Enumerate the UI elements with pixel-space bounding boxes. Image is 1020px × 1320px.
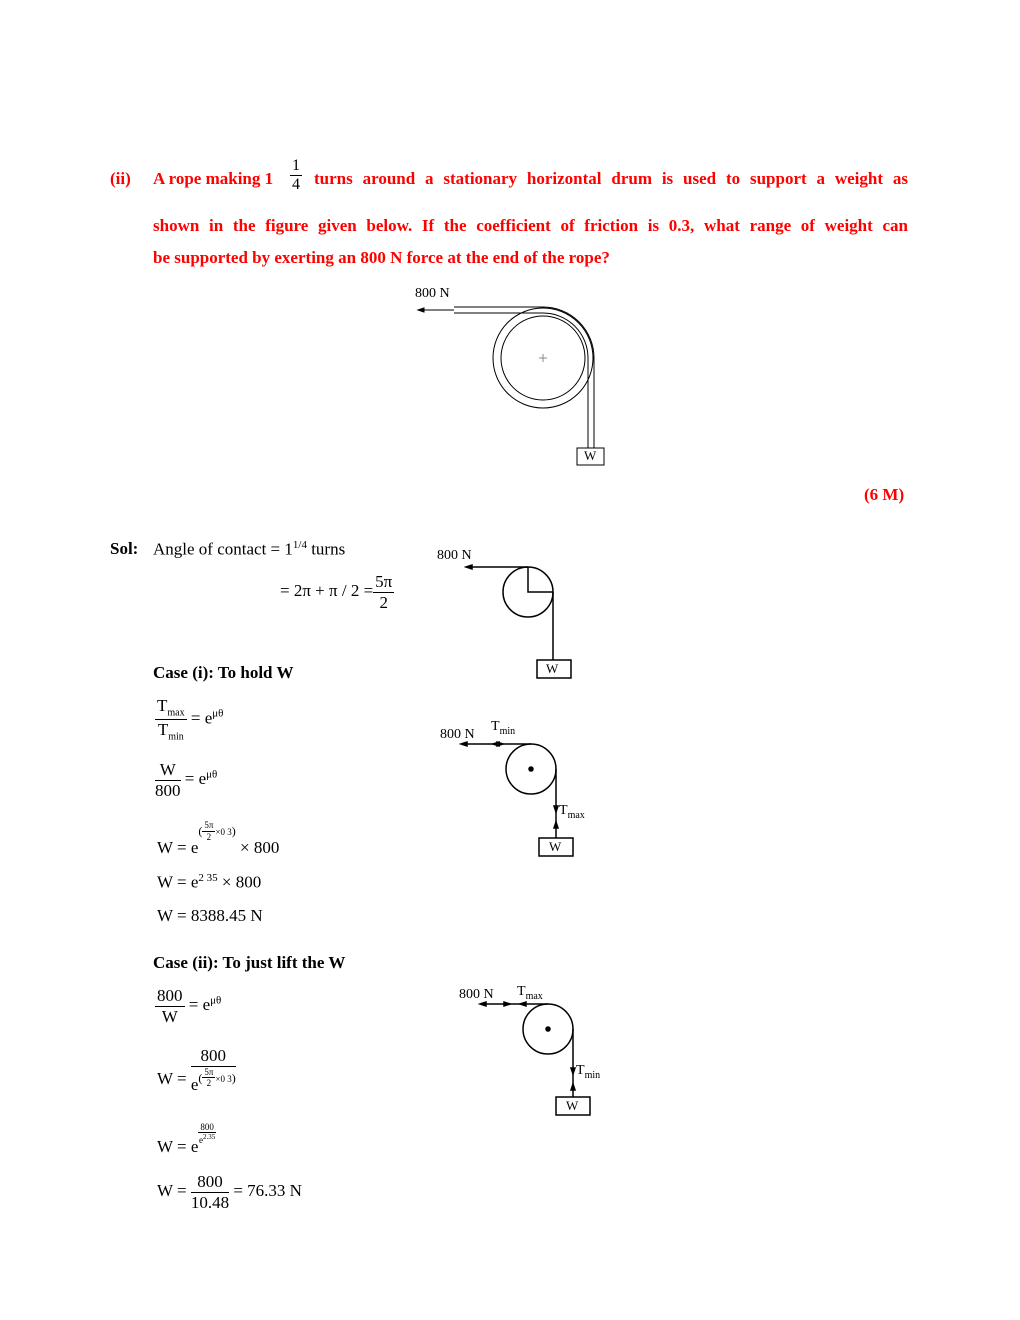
case1-tmax-label: Tmax [559,803,585,821]
case2-weight-label: W [566,1098,579,1113]
case2-title: Case (ii): To just lift the W [153,953,346,972]
case1-weight-label: W [549,839,562,854]
figure-force-label: 800 N [415,286,450,301]
case2-force-label: 800 N [459,987,494,1002]
question-number: (ii) [110,169,131,188]
case1-eq4: W = e2 35 × 800 [157,872,262,892]
diagram-case1 [458,740,574,857]
question-line1-end: turns around a stationary horizontal dru… [314,169,908,188]
case1-title: Case (i): To hold W [153,663,294,682]
diagram-angle [463,563,572,679]
diagram-weight-label: W [546,661,559,676]
turns-fraction: 1 4 [290,157,302,194]
case2-tmax-label: Tmax [517,984,543,1002]
question-line2: shown in the figure given below. If the … [153,216,908,235]
question-drum-figure [416,306,605,466]
solution-label: Sol: [110,539,139,558]
angle-of-contact: Angle of contact = 11/4 turns [153,539,346,559]
marks-label: (6 M) [864,485,905,504]
case2-tmin-label: Tmin [576,1063,601,1081]
figure-weight-label: W [584,448,597,463]
question-line1-start: A rope making 1 [153,169,274,188]
case1-force-label: 800 N [440,727,475,742]
question-line3: be supported by exerting an 800 N force … [153,248,610,267]
diagram-force-label: 800 N [437,548,472,563]
case1-result: W = 8388.45 N [157,906,263,925]
case1-tmin-label: Tmin [491,719,516,737]
diagram-case2 [477,1000,591,1116]
